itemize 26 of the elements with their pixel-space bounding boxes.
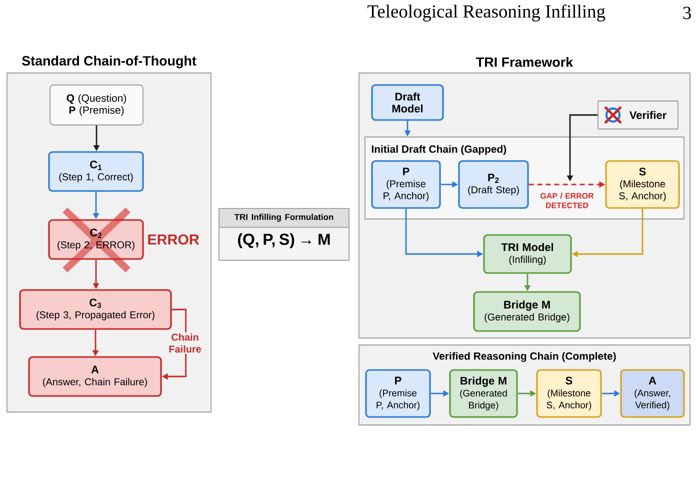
panel-heading: Verified Reasoning Chain (Complete) bbox=[432, 352, 616, 362]
process-box: Bridge M (Generated Bridge) bbox=[473, 291, 581, 332]
process-box: Verifier bbox=[598, 100, 678, 130]
process-box: A (Answer, Verified) bbox=[620, 369, 685, 418]
process-box: C$_{3}$ (Step 3, Propagated Error) bbox=[19, 289, 172, 330]
running-header: Teleological Reasoning Infilling bbox=[368, 4, 606, 22]
group-heading: Initial Draft Chain (Gapped) bbox=[372, 145, 506, 155]
process-box: A (Answer, Chain Failure) bbox=[28, 356, 162, 397]
process-box: Bridge M (Generated Bridge) bbox=[449, 369, 518, 418]
process-box: Q (Question) P (Premise) bbox=[50, 84, 144, 126]
process-box: C$_{2}$ (Step 2, ERROR) bbox=[48, 219, 144, 260]
edge-label: Chain Failure bbox=[162, 332, 208, 354]
process-box: P$_{2}$ (Draft Step) bbox=[458, 160, 529, 209]
process-box: Draft Model bbox=[371, 84, 444, 121]
node-label: TRI Infilling Formulation bbox=[234, 214, 334, 222]
status-label: ERROR bbox=[148, 234, 200, 245]
process-box: C$_{1}$ (Step 1, Correct) bbox=[48, 151, 144, 192]
process-box: TRI Model (Infilling) bbox=[483, 234, 572, 274]
formula-box: TRI Infilling Formulation (Q, P, S) → M bbox=[218, 208, 350, 261]
process-box: P (Premise P, Anchor) bbox=[371, 160, 441, 209]
process-box: S (Milestone S, Anchor) bbox=[536, 369, 602, 418]
process-box: S (Milestone S, Anchor) bbox=[605, 160, 680, 209]
page-number: 3 bbox=[683, 6, 691, 20]
panel-title: TRI Framework bbox=[476, 57, 574, 67]
process-box: P (Premise P, Anchor) bbox=[365, 369, 431, 418]
panel-title: Standard Chain-of-Thought bbox=[22, 56, 196, 68]
